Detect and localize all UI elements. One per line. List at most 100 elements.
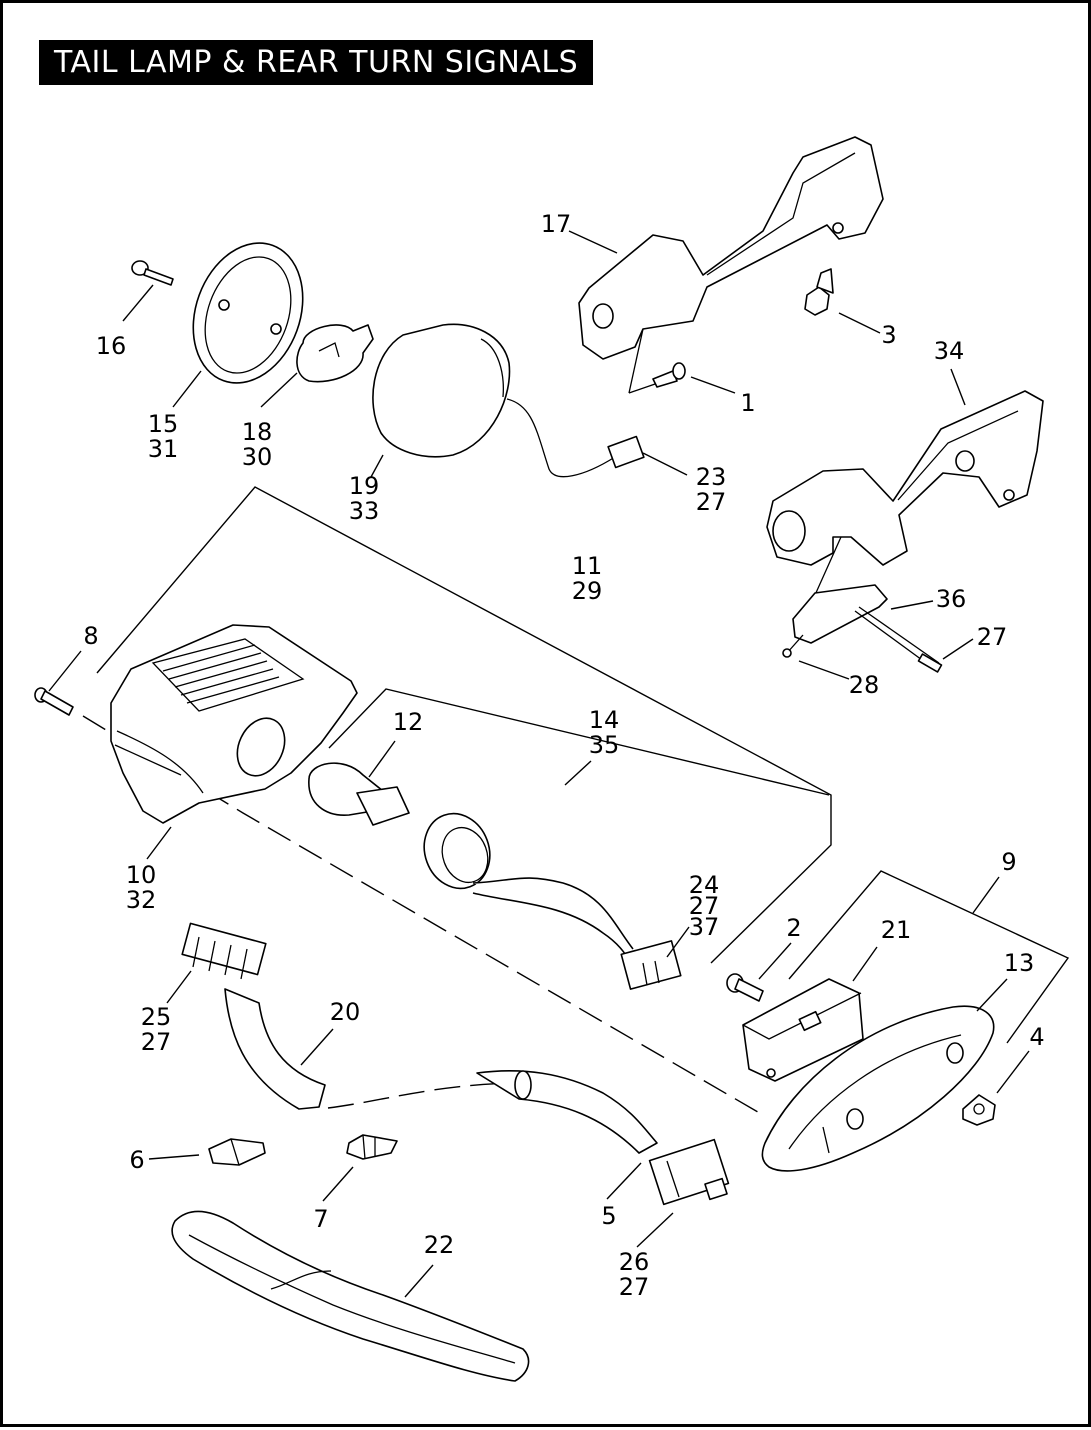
callout-number: 30 [242,443,273,471]
callout-34: 34 [934,337,965,365]
lens-ring-part-15 [192,242,304,384]
callout-number: 18 [242,418,273,446]
callout-number: 4 [1029,1023,1044,1051]
callout-number: 27 [689,892,720,920]
callout-22: 22 [424,1231,455,1259]
callout-20: 20 [330,998,361,1026]
callout-number: 28 [849,671,880,699]
connector-part-25 [181,922,267,980]
callout-number: 22 [424,1231,455,1259]
callout-number: 1 [740,389,755,417]
conduit-part-20 [224,988,658,1154]
screw-part-8 [34,687,74,716]
callout-9: 9 [1001,848,1016,876]
callout-number: 9 [1001,848,1016,876]
clip-part-6 [208,1138,266,1166]
callout-number: 27 [141,1028,172,1056]
callout-36: 36 [936,585,967,613]
screw-part-28 [782,634,804,658]
callout-number: 2 [786,914,801,942]
callout-7: 7 [313,1205,328,1233]
nut-part-4 [962,1094,996,1126]
callout-number: 37 [689,913,720,941]
callout-number: 33 [349,497,380,525]
callout-number: 5 [601,1202,616,1230]
callout-6: 6 [129,1146,144,1174]
callout-17: 17 [541,210,572,238]
leader-lines [48,230,1030,1298]
signal-lens-part-19 [372,323,645,478]
callout-number: 13 [1004,949,1035,977]
callout-27: 27 [977,623,1008,651]
callout-8: 8 [83,622,98,650]
callout-21: 21 [881,916,912,944]
callout-number: 3 [881,321,896,349]
screw-part-16 [131,260,174,286]
screw-part-2 [726,973,764,1002]
callout-number: 34 [934,337,965,365]
callout-number: 21 [881,916,912,944]
callout-28: 28 [849,671,880,699]
group-bracket-9 [788,870,1070,1044]
callout-number: 19 [349,472,380,500]
tail-lamp-lens-part-13 [761,1005,995,1172]
callout-5: 5 [601,1202,616,1230]
callout-16: 16 [96,332,127,360]
callout-number: 17 [541,210,572,238]
module-part-21 [742,978,864,1082]
group-bracket-11 [96,486,832,964]
callout-number: 12 [393,708,424,736]
callout-4: 4 [1029,1023,1044,1051]
callout-number: 24 [689,871,720,899]
assembly-dashed-axis [82,715,764,1116]
trim-strip-part-22 [171,1210,530,1382]
connector-part-26 [648,1138,730,1206]
callout-number: 27 [977,623,1008,651]
socket-harness-part-14 [423,812,682,990]
callout-number: 31 [148,435,179,463]
diagram-title: TAIL LAMP & REAR TURN SIGNALS [39,40,594,85]
signal-bracket-part-34 [766,390,1044,596]
callout-3: 3 [881,321,896,349]
callout-number: 25 [141,1003,172,1031]
signal-bracket-part-17 [578,136,884,394]
callout-number: 20 [330,998,361,1026]
callout-number: 10 [126,861,157,889]
callout-number: 14 [589,706,620,734]
callout-number: 27 [619,1273,650,1301]
signal-lamp-part-36 [792,584,943,673]
callout-number: 15 [148,410,179,438]
callout-number: 23 [696,463,727,491]
callout-13: 13 [1004,949,1035,977]
callout-number: 26 [619,1248,650,1276]
bolt-part-3 [804,268,834,316]
screw-part-1 [652,362,686,388]
callout-number: 36 [936,585,967,613]
bulb-part-18 [296,324,374,383]
callout-12: 12 [393,708,424,736]
callout-number: 29 [572,577,603,605]
callout-number: 6 [129,1146,144,1174]
callout-number: 35 [589,731,620,759]
tail-lamp-housing-part-10 [110,624,358,824]
callout-number: 16 [96,332,127,360]
clip-part-7 [346,1134,398,1160]
bulb-part-12 [308,762,410,826]
callout-number: 11 [572,552,603,580]
callout-2: 2 [786,914,801,942]
callout-number: 7 [313,1205,328,1233]
callout-1: 1 [740,389,755,417]
callout-number: 27 [696,488,727,516]
